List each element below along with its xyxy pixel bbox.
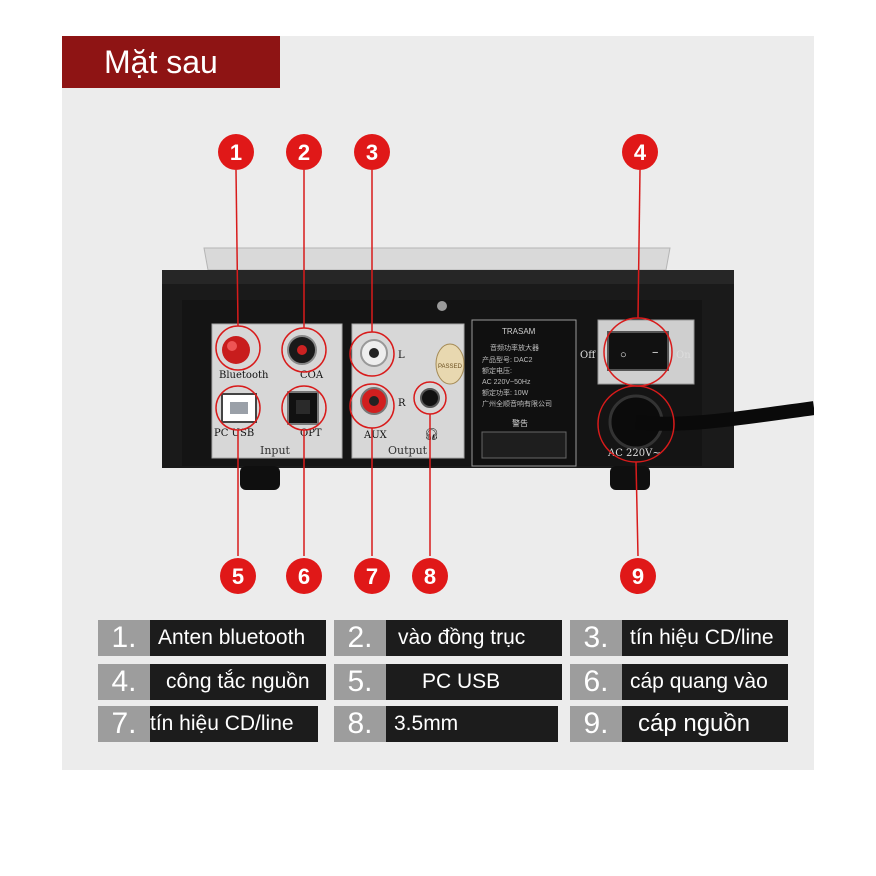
aux-label: AUX: [363, 430, 388, 441]
svg-text:4: 4: [634, 140, 647, 165]
opt-label: OPT: [300, 428, 322, 439]
nameplate-line-6: 广州全顺音响有限公司: [482, 399, 552, 408]
svg-text:6: 6: [298, 564, 310, 589]
nameplate-line-5: 额定功率: 10W: [482, 388, 529, 397]
marker-7: 7: [354, 558, 390, 594]
marker-4: 4: [622, 134, 658, 170]
legend-num-4: 4.: [98, 664, 150, 700]
bluetooth-label: Bluetooth: [219, 370, 269, 381]
power-label: AC 220V~: [607, 448, 661, 459]
coa-label: COA: [300, 370, 324, 381]
legend-row-1: 1. Anten bluetooth 2. vào đồng trục 3. t…: [98, 620, 788, 656]
legend-num-1: 1.: [98, 620, 150, 656]
headphone-icon: 🎧︎: [424, 427, 439, 441]
product-photo: Bluetooth COA PC USB OPT Input L R AUX 🎧…: [62, 88, 814, 608]
legend-row-3: 7. tín hiệu CD/line 8. 3.5mm 9. cáp nguồ…: [98, 706, 788, 742]
legend-text-2: vào đồng trục: [386, 620, 562, 656]
legend-text-3: tín hiệu CD/line: [622, 620, 788, 656]
legend-num-9: 9.: [570, 706, 622, 742]
nameplate-line-7: 警告: [512, 418, 528, 428]
legend-text-1: Anten bluetooth: [150, 620, 326, 656]
nameplate-line-2: 产品型号: DAC2: [482, 355, 533, 364]
legend-text-6: cáp quang vào: [622, 664, 788, 700]
legend-num-8: 8.: [334, 706, 386, 742]
legend-text-7: tín hiệu CD/line: [150, 706, 318, 742]
optical-port-icon: [287, 391, 319, 425]
marker-1: 1: [218, 134, 254, 170]
legend-num-5: 5.: [334, 664, 386, 700]
legend-text-4: công tắc nguồn: [150, 664, 326, 700]
chassis-top: [203, 247, 671, 271]
marker-5: 5: [220, 558, 256, 594]
headphone-jack-icon: [420, 388, 440, 408]
on-label: On: [676, 350, 691, 361]
svg-text:7: 7: [366, 564, 378, 589]
legend-row-2: 4. công tắc nguồn 5. PC USB 6. cáp quang…: [98, 664, 788, 700]
l-label: L: [398, 350, 405, 361]
svg-text:9: 9: [632, 564, 644, 589]
foot-left: [240, 466, 280, 490]
pc-usb-label: PC USB: [214, 428, 254, 439]
legend-num-2: 2.: [334, 620, 386, 656]
title-bar: [62, 36, 280, 88]
svg-text:○: ○: [620, 349, 627, 361]
brand-label: TRASAM: [502, 327, 536, 336]
passed-label: PASSED: [438, 364, 463, 370]
legend-num-3: 3.: [570, 620, 622, 656]
power-switch: [607, 331, 669, 371]
legend-num-6: 6.: [570, 664, 622, 700]
page-title: Mặt sau: [104, 44, 218, 80]
r-label: R: [398, 398, 406, 409]
marker-8: 8: [412, 558, 448, 594]
power-cable: [635, 401, 814, 431]
marker-6: 6: [286, 558, 322, 594]
passed-sticker: [435, 343, 465, 385]
nameplate-line-3: 额定电压:: [482, 366, 512, 375]
off-label: Off: [580, 350, 596, 361]
screw-icon: [437, 301, 447, 311]
foot-right: [610, 466, 650, 490]
legend-text-9: cáp nguồn: [622, 706, 788, 742]
svg-text:1: 1: [230, 140, 242, 165]
svg-text:3: 3: [366, 140, 378, 165]
legend-text-5: PC USB: [386, 664, 562, 700]
output-label: Output: [388, 444, 428, 457]
legend-text-8: 3.5mm: [386, 706, 558, 742]
nameplate-line-1: 音频功率放大器: [490, 343, 539, 352]
input-label: Input: [260, 444, 291, 457]
svg-text:2: 2: [298, 140, 310, 165]
svg-text:−: −: [652, 347, 658, 359]
svg-text:8: 8: [424, 564, 436, 589]
marker-2: 2: [286, 134, 322, 170]
marker-9: 9: [620, 558, 656, 594]
bluetooth-antenna-icon: [222, 336, 250, 364]
svg-text:5: 5: [232, 564, 244, 589]
legend-num-7: 7.: [98, 706, 150, 742]
marker-3: 3: [354, 134, 390, 170]
nameplate-line-4: AC 220V~50Hz: [482, 379, 531, 386]
